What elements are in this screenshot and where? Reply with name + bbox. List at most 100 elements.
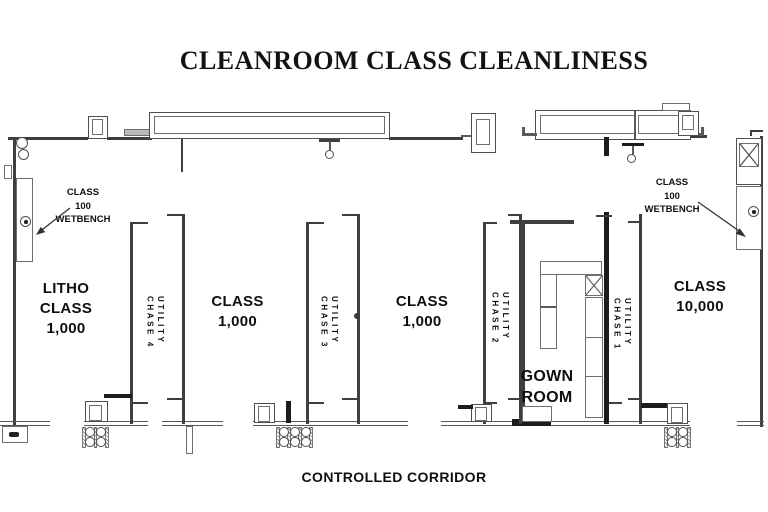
- gas-cylinder-rack: [82, 427, 86, 448]
- gown-bench: [540, 274, 557, 349]
- wall-bottom: [162, 421, 223, 426]
- chase4-flange: [130, 402, 148, 404]
- open-door-leaf: [186, 426, 193, 454]
- chase4-flange: [130, 222, 148, 224]
- gas-cylinder: [301, 427, 311, 437]
- door-box-top-right-inner: [682, 115, 694, 130]
- wetbench-arrow-left: [36, 207, 71, 235]
- wall-right: [760, 136, 763, 427]
- door-chamber-inner: [671, 407, 683, 423]
- chase1-wall-left: [604, 212, 609, 424]
- room-class10000-label: CLASS 10,000: [673, 278, 727, 315]
- gas-cylinder: [279, 427, 289, 437]
- gas-cylinder: [85, 427, 95, 437]
- faucet-icon: [24, 220, 28, 224]
- air-lock-box-inner: [92, 119, 103, 135]
- wall-top: [689, 135, 707, 138]
- sprinkler-icon: [325, 150, 334, 159]
- ceiling-plenum-right-inner: [540, 115, 635, 134]
- wetbench-arrow-right: [697, 201, 746, 237]
- wall-gown-bottom: [512, 419, 551, 426]
- chase3-flange: [342, 398, 359, 400]
- gas-cylinder: [96, 437, 106, 447]
- wall-left: [13, 137, 16, 427]
- sprinkler-icon: [354, 313, 360, 319]
- wall-bottom: [0, 421, 50, 426]
- chase1-flange: [609, 402, 622, 404]
- locker-stack: [585, 376, 603, 418]
- sprinkler-icon: [632, 146, 634, 155]
- chase1-wall-right: [639, 214, 642, 424]
- door-closer-icon: [18, 149, 29, 160]
- door-header: [458, 405, 473, 409]
- plenum-foot: [522, 133, 537, 136]
- door-header: [104, 394, 132, 398]
- chase3-wall-right: [357, 214, 360, 424]
- wall-top-bracket: [750, 130, 752, 136]
- controlled-corridor-label: CONTROLLED CORRIDOR: [301, 469, 487, 485]
- chase2-wall-left: [483, 222, 486, 424]
- wall-stub: [604, 137, 609, 156]
- chase4-flange: [167, 398, 184, 400]
- chase3-wall-left: [306, 222, 309, 424]
- door-chamber-inner: [89, 405, 102, 421]
- wall-bottom: [737, 421, 764, 426]
- room-class1000-a-label: CLASS 1,000: [211, 293, 264, 330]
- sprinkler-icon: [627, 154, 636, 163]
- gas-cylinder-rack: [105, 427, 109, 448]
- wall-fixture: [4, 165, 12, 179]
- wall-top: [107, 137, 152, 140]
- gas-cylinder: [301, 437, 311, 447]
- wall-top-bracket: [750, 130, 763, 132]
- gown-wall-top: [510, 220, 574, 224]
- gas-cylinder: [667, 427, 677, 437]
- wetbench-right-box: [736, 186, 762, 250]
- hepa-filter-icon: [739, 143, 759, 167]
- door-header: [641, 403, 668, 408]
- gas-cylinder: [279, 437, 289, 447]
- gas-cylinder: [678, 427, 688, 437]
- gown-bench: [540, 261, 602, 275]
- wall-bottom: [84, 421, 148, 426]
- plenum-foot: [522, 127, 525, 135]
- gas-cylinder-rack: [664, 427, 668, 448]
- plenum-top-notch: [662, 103, 690, 111]
- wall-top: [389, 137, 463, 140]
- wall-top: [8, 137, 88, 140]
- ceiling-plenum-left-inner: [154, 116, 385, 134]
- sprinkler-icon: [329, 141, 331, 151]
- wall-top: [461, 135, 472, 137]
- chase1-flange: [628, 221, 641, 223]
- chase2-flange: [483, 222, 497, 224]
- room-class1000-b-label: CLASS 1,000: [395, 293, 449, 330]
- wetbench-left-label: CLASS 100 WETBENCH: [55, 187, 111, 225]
- gas-cylinder: [290, 437, 300, 447]
- gas-cylinder: [85, 437, 95, 447]
- gas-cylinder: [678, 437, 688, 447]
- wall-bottom: [551, 421, 690, 426]
- gas-cylinder: [96, 427, 106, 437]
- room-litho-label: LITHO CLASS 1,000: [39, 280, 93, 337]
- chase3-flange: [342, 214, 359, 216]
- gas-cylinder-rack: [687, 427, 691, 448]
- locker-x-box: [585, 275, 603, 296]
- chase2-flange: [508, 214, 521, 216]
- room-gown-label: GOWN ROOM: [520, 368, 574, 406]
- equipment-mark: [9, 432, 19, 437]
- gas-cylinder-rack: [276, 427, 280, 448]
- door-closer-icon: [16, 137, 28, 149]
- locker-stack: [585, 297, 603, 338]
- chase4-flange: [167, 214, 184, 216]
- wetbench-right-label: CLASS 100 WETBENCH: [644, 177, 700, 215]
- door-chamber-inner: [475, 407, 487, 421]
- sprinkler-icon: [319, 139, 340, 142]
- door-chamber-inner: [258, 406, 270, 422]
- locker-stack: [585, 337, 603, 377]
- chase2-wall-right: [519, 214, 522, 424]
- plenum-foot: [701, 127, 704, 135]
